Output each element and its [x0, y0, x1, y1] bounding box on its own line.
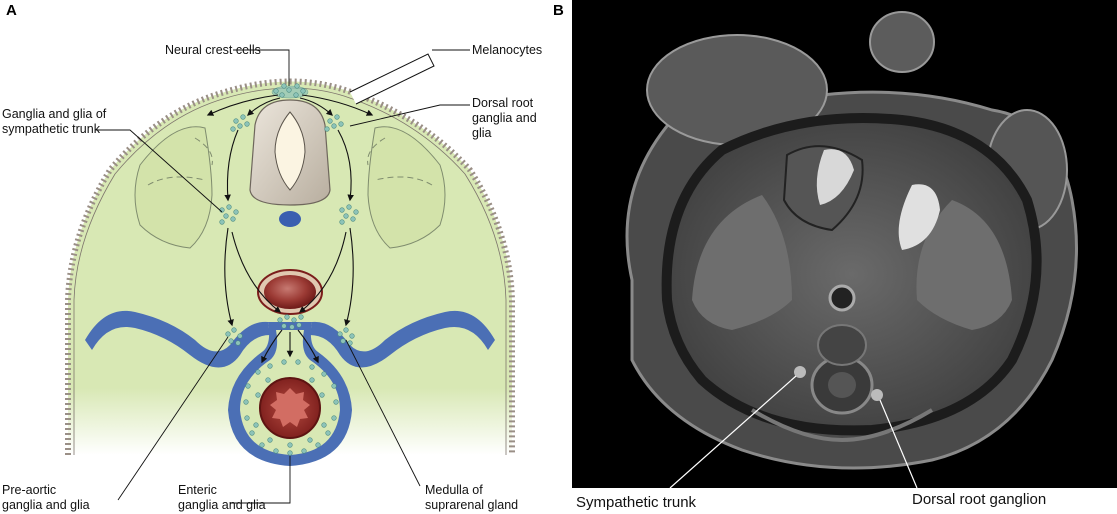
- dorsal-root-cells: [230, 114, 344, 132]
- right-somite: [367, 126, 446, 249]
- migration-arrows: [206, 94, 374, 364]
- label-sympathetic-trunk: Sympathetic trunk: [576, 494, 697, 511]
- panel-a-letter: A: [6, 2, 17, 19]
- enteric-cells: [243, 359, 339, 456]
- embryo-diagram: [65, 49, 515, 504]
- sympathetic-trunk-cells: [219, 204, 359, 225]
- melanocyte-pathway: [349, 53, 435, 105]
- suprarenal-medulla-cells: [337, 327, 355, 346]
- mri-cross-section: [572, 0, 1117, 488]
- neural-crest-cluster: [271, 83, 309, 99]
- label-dorsal-root-ganglion: Dorsal root ganglion: [912, 491, 1047, 508]
- panel-b-letter: B: [553, 2, 564, 19]
- pre-aortic-cells: [225, 314, 304, 346]
- notochord: [279, 211, 301, 227]
- ectoderm-outline: [65, 78, 515, 455]
- left-somite: [134, 126, 213, 249]
- coelom-lining: [85, 310, 270, 368]
- label-neural-crest-cells: Neural crest cells: [165, 43, 261, 57]
- label-melanocytes: Melanocytes: [472, 43, 543, 57]
